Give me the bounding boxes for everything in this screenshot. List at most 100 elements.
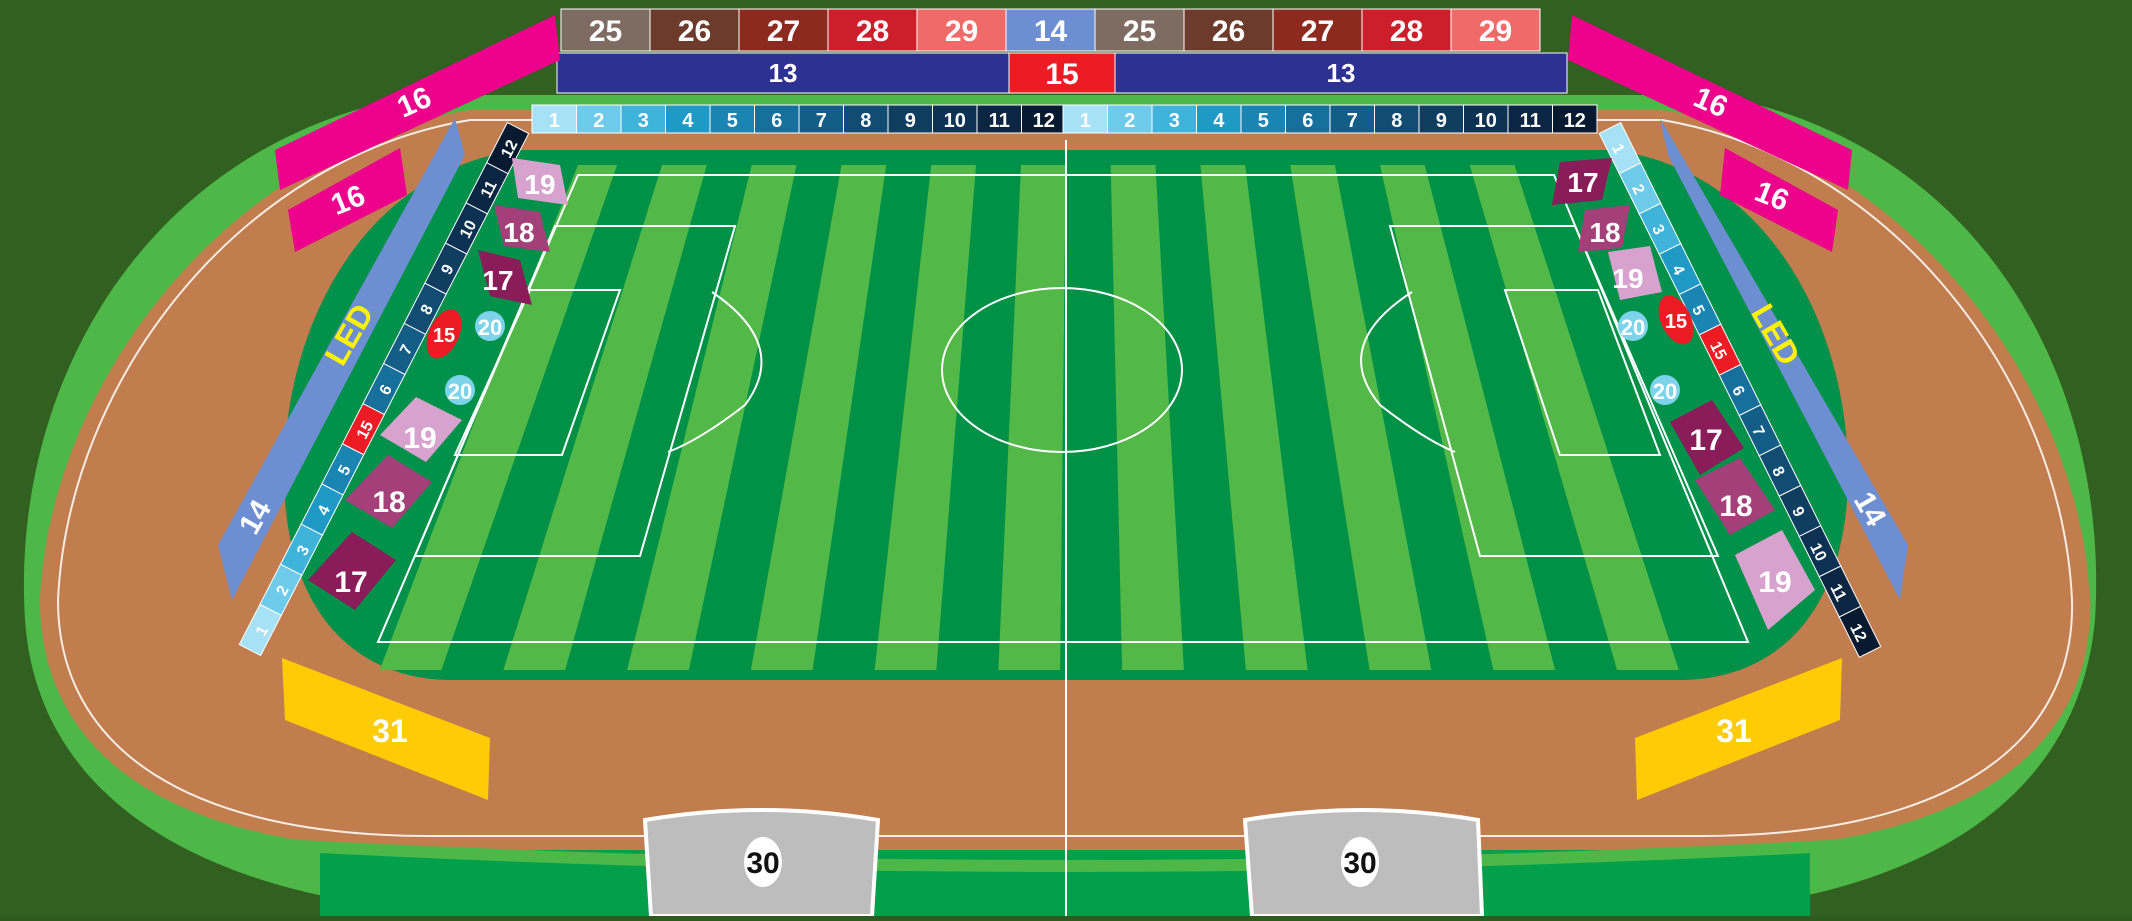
- top-row-number: 6: [1302, 110, 1313, 132]
- right-zone-20-b[interactable]: 20: [1650, 375, 1680, 405]
- top-row-number: 9: [905, 110, 916, 132]
- top-row-1-right[interactable]: 1: [1063, 105, 1108, 133]
- top-row-12-left[interactable]: 12: [1022, 105, 1067, 133]
- top-stand-29-right[interactable]: 29: [1451, 9, 1540, 51]
- top-row-3-right[interactable]: 3: [1152, 105, 1197, 133]
- grey-stand-30-left[interactable]: 30: [645, 810, 878, 916]
- band-15-label: 15: [1045, 58, 1078, 91]
- top-row-10-right[interactable]: 10: [1464, 105, 1509, 133]
- top-row-3-left[interactable]: 3: [621, 105, 666, 133]
- right-zone-20-b-label: 20: [1653, 379, 1677, 404]
- top-row-8-left[interactable]: 8: [844, 105, 889, 133]
- right-zone-17-top-label: 17: [1567, 167, 1598, 198]
- top-row-7-right[interactable]: 7: [1330, 105, 1375, 133]
- top-stand-28-right[interactable]: 28: [1362, 9, 1451, 51]
- top-stand-28-left-label: 28: [856, 15, 889, 48]
- left-zone-17-bottom-label: 17: [334, 566, 367, 599]
- top-stand-25-left-label: 25: [589, 15, 622, 48]
- right-red-dot-label: 15: [1665, 311, 1687, 333]
- top-band-13-right[interactable]: 13: [1115, 53, 1567, 93]
- right-zone-20-a[interactable]: 20: [1618, 311, 1648, 341]
- top-stand-26-right[interactable]: 26: [1184, 9, 1273, 51]
- top-row-number: 4: [1213, 110, 1225, 132]
- top-row-number: 1: [1080, 110, 1091, 132]
- band-13-right-label: 13: [1327, 58, 1356, 88]
- top-stand-26-left-label: 26: [678, 15, 711, 48]
- top-stand-14-center-label: 14: [1034, 15, 1068, 48]
- top-row-1-left[interactable]: 1: [532, 105, 577, 133]
- left-zone-19-top-label: 19: [524, 169, 555, 200]
- top-row-11-left[interactable]: 11: [977, 105, 1022, 133]
- top-stand-28-right-label: 28: [1390, 15, 1423, 48]
- top-stand-27-left-label: 27: [767, 15, 800, 48]
- pitch-stripes: [372, 150, 1748, 690]
- top-row-7-left[interactable]: 7: [799, 105, 844, 133]
- top-row-11-right[interactable]: 11: [1508, 105, 1553, 133]
- top-row-number: 5: [727, 110, 738, 132]
- top-row-number: 7: [816, 110, 827, 132]
- top-row-4-right[interactable]: 4: [1197, 105, 1242, 133]
- left-zone-17-top-label: 17: [482, 265, 513, 296]
- top-stand-26-left[interactable]: 26: [650, 9, 739, 51]
- top-row-5-right[interactable]: 5: [1241, 105, 1286, 133]
- top-stand-25-left[interactable]: 25: [561, 9, 650, 51]
- top-row-number: 7: [1347, 110, 1358, 132]
- top-band-13-left[interactable]: 13: [557, 53, 1009, 93]
- band-13-left-label: 13: [769, 58, 798, 88]
- left-zone-20-a-label: 20: [478, 315, 502, 340]
- top-row-8-right[interactable]: 8: [1375, 105, 1420, 133]
- top-stand-28-left[interactable]: 28: [828, 9, 917, 51]
- left-zone-19-top[interactable]: 19: [512, 158, 568, 205]
- top-row-number: 11: [1520, 110, 1541, 132]
- left-zone-31-label: 31: [372, 713, 408, 749]
- top-stand-25-right-label: 25: [1123, 15, 1156, 48]
- right-zone-20-a-label: 20: [1621, 315, 1645, 340]
- top-row-2-right[interactable]: 2: [1108, 105, 1153, 133]
- top-row-2-left[interactable]: 2: [577, 105, 622, 133]
- top-row-number: 10: [1475, 110, 1497, 132]
- right-zone-31-label: 31: [1716, 713, 1752, 749]
- top-stand-14-center[interactable]: 14: [1006, 9, 1095, 51]
- top-row-6-right[interactable]: 6: [1286, 105, 1331, 133]
- top-row-number: 8: [1391, 110, 1402, 132]
- top-stand-29-right-label: 29: [1479, 15, 1512, 48]
- top-row-number: 5: [1258, 110, 1269, 132]
- top-stand-29-left-label: 29: [945, 15, 978, 48]
- top-row-numbers: 123456789101112123456789101112: [532, 105, 1597, 133]
- top-row-10-left[interactable]: 10: [933, 105, 978, 133]
- top-row-4-left[interactable]: 4: [666, 105, 711, 133]
- grey-stand-30-right-label: 30: [1343, 847, 1376, 880]
- top-row-5-left[interactable]: 5: [710, 105, 755, 133]
- top-row-number: 12: [1033, 110, 1055, 132]
- top-row-number: 2: [1124, 110, 1135, 132]
- right-zone-17-bottom-label: 17: [1689, 424, 1722, 457]
- right-zone-18-top-label: 18: [1589, 217, 1620, 248]
- top-row-number: 10: [944, 110, 966, 132]
- top-row-number: 6: [771, 110, 782, 132]
- top-row-number: 9: [1436, 110, 1447, 132]
- top-row-9-left[interactable]: 9: [888, 105, 933, 133]
- top-stand-29-left[interactable]: 29: [917, 9, 1006, 51]
- top-row-number: 3: [638, 110, 649, 132]
- top-row-12-right[interactable]: 12: [1553, 105, 1598, 133]
- top-stand-27-left[interactable]: 27: [739, 9, 828, 51]
- right-zone-18-top[interactable]: 18: [1578, 205, 1630, 252]
- top-row-6-left[interactable]: 6: [755, 105, 800, 133]
- left-red-dot-label: 15: [433, 325, 455, 347]
- top-row-number: 11: [989, 110, 1010, 132]
- left-zone-20-a[interactable]: 20: [475, 311, 505, 341]
- left-zone-20-b[interactable]: 20: [445, 375, 475, 405]
- right-zone-19-bottom-label: 19: [1758, 566, 1791, 599]
- top-row-number: 8: [860, 110, 871, 132]
- left-zone-18-bottom-label: 18: [372, 486, 405, 519]
- grey-stand-30-right[interactable]: 30: [1245, 810, 1482, 916]
- top-row-number: 2: [593, 110, 604, 132]
- top-band-15[interactable]: 15: [1009, 53, 1115, 93]
- top-row-9-right[interactable]: 9: [1419, 105, 1464, 133]
- top-row-number: 3: [1169, 110, 1180, 132]
- top-stand-27-right[interactable]: 27: [1273, 9, 1362, 51]
- top-stand-25-right[interactable]: 25: [1095, 9, 1184, 51]
